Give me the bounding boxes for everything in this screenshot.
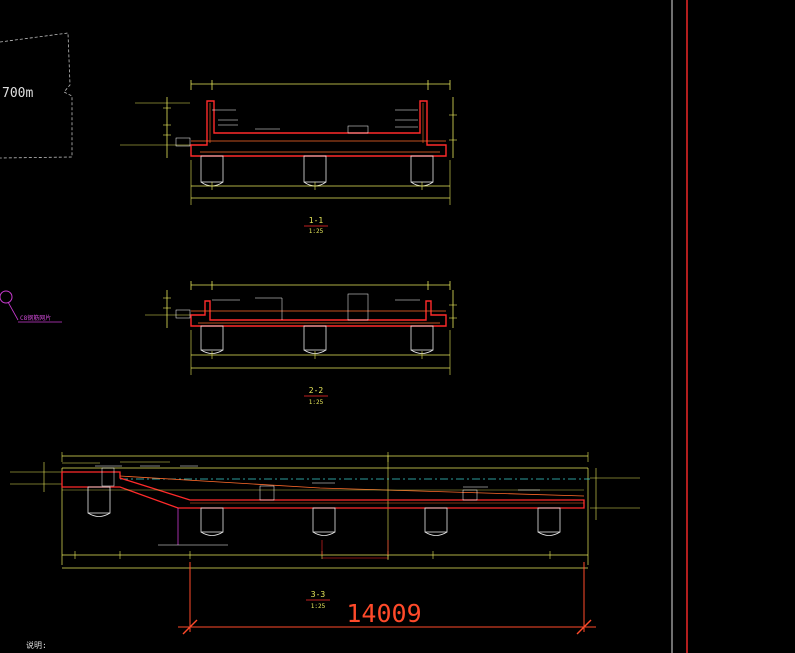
section-1-1-name: 1-1 (309, 216, 324, 225)
section-3-3-scale: 1:25 (311, 603, 326, 610)
section-1-1-title: 1-1 1:25 (304, 216, 328, 235)
rebar-mesh-callout: C8钢筋网片 (0, 290, 62, 323)
section-1-1-scale: 1:25 (309, 228, 324, 235)
sketch-label: 700m (2, 86, 33, 101)
section-1-1-drawing (120, 80, 457, 205)
section-2-2-title: 2-2 1:25 (304, 386, 328, 406)
section-3-3-title: 3-3 1:25 (306, 590, 330, 610)
section-3-3-name: 3-3 (311, 590, 326, 599)
callout-text: C8钢筋网片 (20, 314, 51, 322)
notes-label: 说明: (26, 640, 47, 650)
section-2-2-name: 2-2 (309, 386, 324, 395)
overall-dimension: 14009 (178, 562, 596, 635)
overall-dimension-value: 14009 (346, 599, 421, 628)
site-plan-fragment: 700m (0, 32, 73, 159)
section-2-2-scale: 1:25 (309, 399, 324, 406)
section-3-3-drawing (10, 452, 640, 569)
section-2-2-drawing (145, 281, 457, 375)
